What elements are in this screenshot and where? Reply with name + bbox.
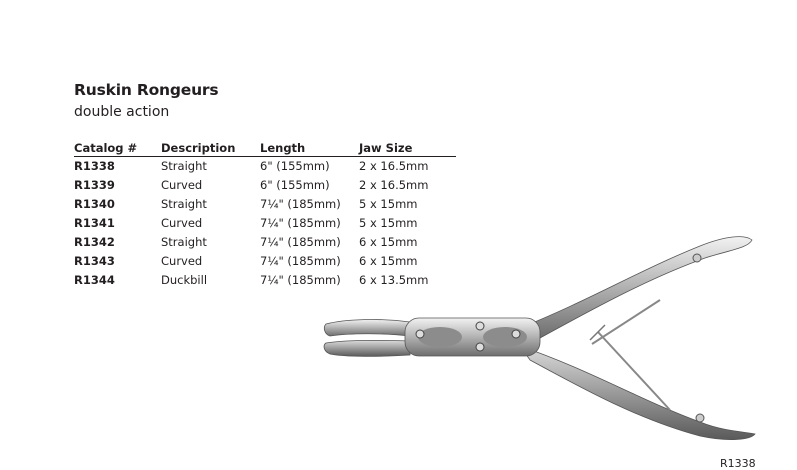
length: 7¼" (185mm)	[260, 273, 341, 287]
description: Curved	[161, 254, 203, 268]
description: Straight	[161, 235, 207, 249]
catalog-number: R1344	[74, 273, 115, 287]
header-catalog: Catalog #	[74, 141, 138, 155]
length: 7¼" (185mm)	[260, 254, 341, 268]
description: Curved	[161, 178, 203, 192]
jaw-size: 5 x 15mm	[359, 216, 418, 230]
table-row: R1343 Curved 7¼" (185mm) 6 x 15mm	[74, 252, 456, 271]
header-description: Description	[161, 141, 236, 155]
jaw-size: 6 x 15mm	[359, 254, 418, 268]
image-caption: R1338	[720, 457, 756, 470]
length: 7¼" (185mm)	[260, 216, 341, 230]
table-row: R1339 Curved 6" (155mm) 2 x 16.5mm	[74, 176, 456, 195]
length: 6" (155mm)	[260, 159, 330, 173]
header-length: Length	[260, 141, 306, 155]
catalog-number: R1339	[74, 178, 115, 192]
description: Straight	[161, 197, 207, 211]
header-jaw-size: Jaw Size	[359, 141, 413, 155]
catalog-number: R1340	[74, 197, 115, 211]
catalog-number: R1343	[74, 254, 115, 268]
description: Curved	[161, 216, 203, 230]
jaw-size: 6 x 13.5mm	[359, 273, 429, 287]
jaw-size: 5 x 15mm	[359, 197, 418, 211]
length: 6" (155mm)	[260, 178, 330, 192]
table-row: R1344 Duckbill 7¼" (185mm) 6 x 13.5mm	[74, 271, 456, 290]
product-table: Catalog # Description Length Jaw Size R1…	[74, 139, 456, 290]
catalog-number: R1341	[74, 216, 115, 230]
table-header: Catalog # Description Length Jaw Size	[74, 139, 456, 157]
table-row: R1340 Straight 7¼" (185mm) 5 x 15mm	[74, 195, 456, 214]
table-row: R1341 Curved 7¼" (185mm) 5 x 15mm	[74, 214, 456, 233]
length: 7¼" (185mm)	[260, 197, 341, 211]
jaw-size: 2 x 16.5mm	[359, 178, 429, 192]
length: 7¼" (185mm)	[260, 235, 341, 249]
jaw-size: 2 x 16.5mm	[359, 159, 429, 173]
description: Duckbill	[161, 273, 208, 287]
product-title: Ruskin Rongeurs	[74, 81, 219, 99]
description: Straight	[161, 159, 207, 173]
table-row: R1338 Straight 6" (155mm) 2 x 16.5mm	[74, 157, 456, 176]
catalog-number: R1338	[74, 159, 115, 173]
jaw-size: 6 x 15mm	[359, 235, 418, 249]
product-subtitle: double action	[74, 104, 170, 120]
table-row: R1342 Straight 7¼" (185mm) 6 x 15mm	[74, 233, 456, 252]
catalog-number: R1342	[74, 235, 115, 249]
